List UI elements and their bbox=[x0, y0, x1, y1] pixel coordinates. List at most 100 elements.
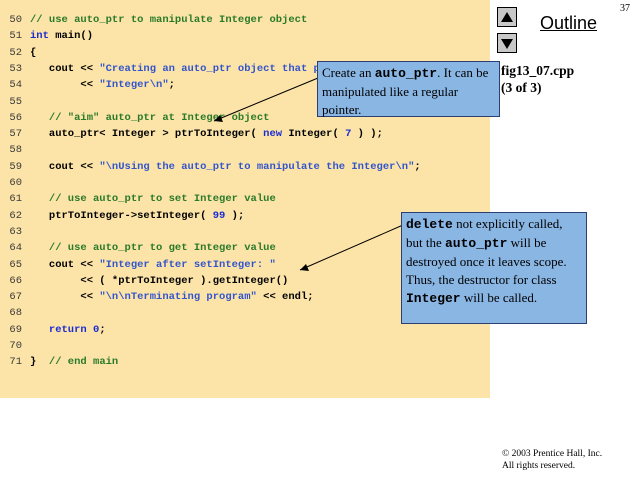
code-text: // use auto_ptr to get Integer value bbox=[30, 240, 276, 256]
code-token: ; bbox=[414, 160, 421, 173]
line-number: 67 bbox=[9, 291, 22, 304]
code-token: new bbox=[263, 128, 283, 141]
code-token: // end main bbox=[48, 356, 119, 369]
line-number: 61 bbox=[9, 193, 22, 206]
line-number: 57 bbox=[9, 128, 22, 141]
callout-arrow-2 bbox=[299, 224, 404, 271]
code-token: << ( *ptrToInteger ).getInteger() bbox=[30, 274, 289, 287]
line-number: 60 bbox=[9, 177, 22, 189]
code-line: 68 bbox=[0, 305, 490, 321]
code-token: // use auto_ptr to manipulate Integer ob… bbox=[30, 14, 308, 26]
callout2-code-integer: Integer bbox=[406, 291, 461, 306]
file-label: fig13_07.cpp (3 of 3) bbox=[501, 62, 574, 96]
code-token: << bbox=[30, 79, 100, 92]
line-number: 50 bbox=[9, 14, 22, 26]
line-number: 55 bbox=[9, 95, 22, 108]
triangle-up-icon bbox=[501, 12, 513, 22]
file-part: (3 of 3) bbox=[501, 80, 542, 95]
callout2-text-1: not explicitly called, but the bbox=[406, 216, 563, 250]
code-text: // use auto_ptr to manipulate Integer ob… bbox=[30, 12, 307, 28]
line-number: 70 bbox=[9, 340, 22, 352]
code-token: "\n\nTerminating program" bbox=[99, 291, 257, 304]
line-number: 66 bbox=[9, 274, 22, 287]
code-token: 99 bbox=[212, 209, 226, 222]
code-line: 57 auto_ptr< Integer > ptrToInteger( new… bbox=[0, 126, 490, 142]
code-token: ; bbox=[99, 323, 106, 336]
arrowhead-2-icon bbox=[300, 264, 309, 271]
code-line: 70 bbox=[0, 338, 490, 354]
code-token: "\nUsing the auto_ptr to manipulate the … bbox=[99, 160, 415, 173]
code-token: cout << bbox=[30, 62, 100, 75]
code-text: << "Integer\n"; bbox=[30, 77, 175, 93]
copyright-line-1: © 2003 Prentice Hall, Inc. bbox=[502, 449, 603, 459]
code-token: { bbox=[30, 46, 37, 59]
line-number: 68 bbox=[9, 307, 22, 320]
code-token: } bbox=[30, 356, 49, 369]
triangle-down-icon bbox=[501, 39, 513, 49]
callout1-text-2: . It can be manipulated like a regular p… bbox=[322, 65, 489, 117]
code-token: 7 bbox=[345, 128, 352, 141]
code-text: cout << "Integer after setInteger: " bbox=[30, 257, 276, 273]
code-line: 67 << "\n\nTerminating program" << endl; bbox=[0, 289, 490, 305]
code-token: auto_ptr< Integer > ptrToInteger( bbox=[30, 128, 264, 141]
callout-destructor: delete not explicitly called, but the au… bbox=[401, 212, 587, 324]
code-token: // use auto_ptr to set Integer value bbox=[30, 193, 276, 206]
code-line: 58 bbox=[0, 142, 490, 158]
code-line: 62 ptrToInteger->setInteger( 99 ); bbox=[0, 208, 490, 224]
code-line: 65 cout << "Integer after setInteger: " bbox=[0, 257, 490, 273]
code-token: cout << bbox=[30, 258, 100, 271]
code-line: 64 // use auto_ptr to get Integer value bbox=[0, 240, 490, 256]
outline-link[interactable]: Outline bbox=[540, 13, 598, 33]
code-line: 60 bbox=[0, 175, 490, 191]
line-number: 69 bbox=[9, 323, 22, 336]
line-number: 62 bbox=[9, 209, 22, 222]
callout1-code: auto_ptr bbox=[374, 66, 438, 81]
page-number: 37 bbox=[620, 3, 630, 14]
code-token: Integer( bbox=[282, 128, 346, 141]
code-token: ptrToInteger->setInteger( bbox=[30, 209, 213, 222]
outline-next-button[interactable] bbox=[497, 33, 517, 53]
code-line: 69 return 0; bbox=[0, 322, 490, 338]
code-text: ptrToInteger->setInteger( 99 ); bbox=[30, 208, 244, 224]
code-token: "Integer after setInteger: " bbox=[99, 258, 276, 271]
code-token: ) ); bbox=[351, 128, 383, 141]
line-number: 71 bbox=[9, 356, 22, 369]
line-number: 54 bbox=[9, 79, 22, 92]
code-token: ; bbox=[168, 79, 175, 92]
code-token: // use auto_ptr to get Integer value bbox=[30, 242, 276, 255]
callout-auto-ptr-create: Create an auto_ptr. It can be manipulate… bbox=[317, 61, 500, 117]
code-line: 66 << ( *ptrToInteger ).getInteger() bbox=[0, 273, 490, 289]
code-text: } // end main bbox=[30, 354, 118, 370]
code-token: cout << bbox=[30, 160, 100, 173]
line-number: 65 bbox=[9, 258, 22, 271]
line-number: 53 bbox=[9, 62, 22, 75]
code-text: int main() bbox=[30, 28, 93, 44]
copyright-line-2: All rights reserved. bbox=[502, 461, 576, 471]
callout1-text-1: Create an bbox=[322, 65, 375, 80]
outline-prev-button[interactable] bbox=[497, 7, 517, 27]
callout2-code-delete: delete bbox=[406, 217, 453, 232]
code-text: << ( *ptrToInteger ).getInteger() bbox=[30, 273, 288, 289]
code-token: int bbox=[30, 30, 49, 43]
code-line: 52 { bbox=[0, 45, 490, 61]
callout2-code-auto-ptr: auto_ptr bbox=[445, 236, 508, 251]
code-line: 51 int main() bbox=[0, 28, 490, 44]
line-number: 63 bbox=[9, 225, 22, 238]
code-line: 55 bbox=[0, 94, 490, 110]
code-line: 63 bbox=[0, 224, 490, 240]
code-line: 71} // end main bbox=[0, 354, 490, 370]
line-number: 51 bbox=[9, 30, 22, 43]
code-text: cout << "\nUsing the auto_ptr to manipul… bbox=[30, 159, 421, 175]
line-number: 56 bbox=[9, 111, 22, 124]
code-token: << bbox=[30, 291, 100, 304]
code-token: << endl; bbox=[256, 291, 314, 304]
code-token: ); bbox=[225, 209, 245, 222]
line-number: 64 bbox=[9, 242, 22, 255]
code-token: main() bbox=[48, 30, 94, 43]
line-number: 52 bbox=[9, 46, 22, 59]
arrowhead-1-icon bbox=[214, 115, 223, 122]
code-text: return 0; bbox=[30, 322, 106, 338]
copyright: © 2003 Prentice Hall, Inc. All rights re… bbox=[502, 448, 602, 472]
code-line: 50 // use auto_ptr to manipulate Integer … bbox=[0, 12, 490, 28]
code-text: // use auto_ptr to set Integer value bbox=[30, 191, 276, 207]
